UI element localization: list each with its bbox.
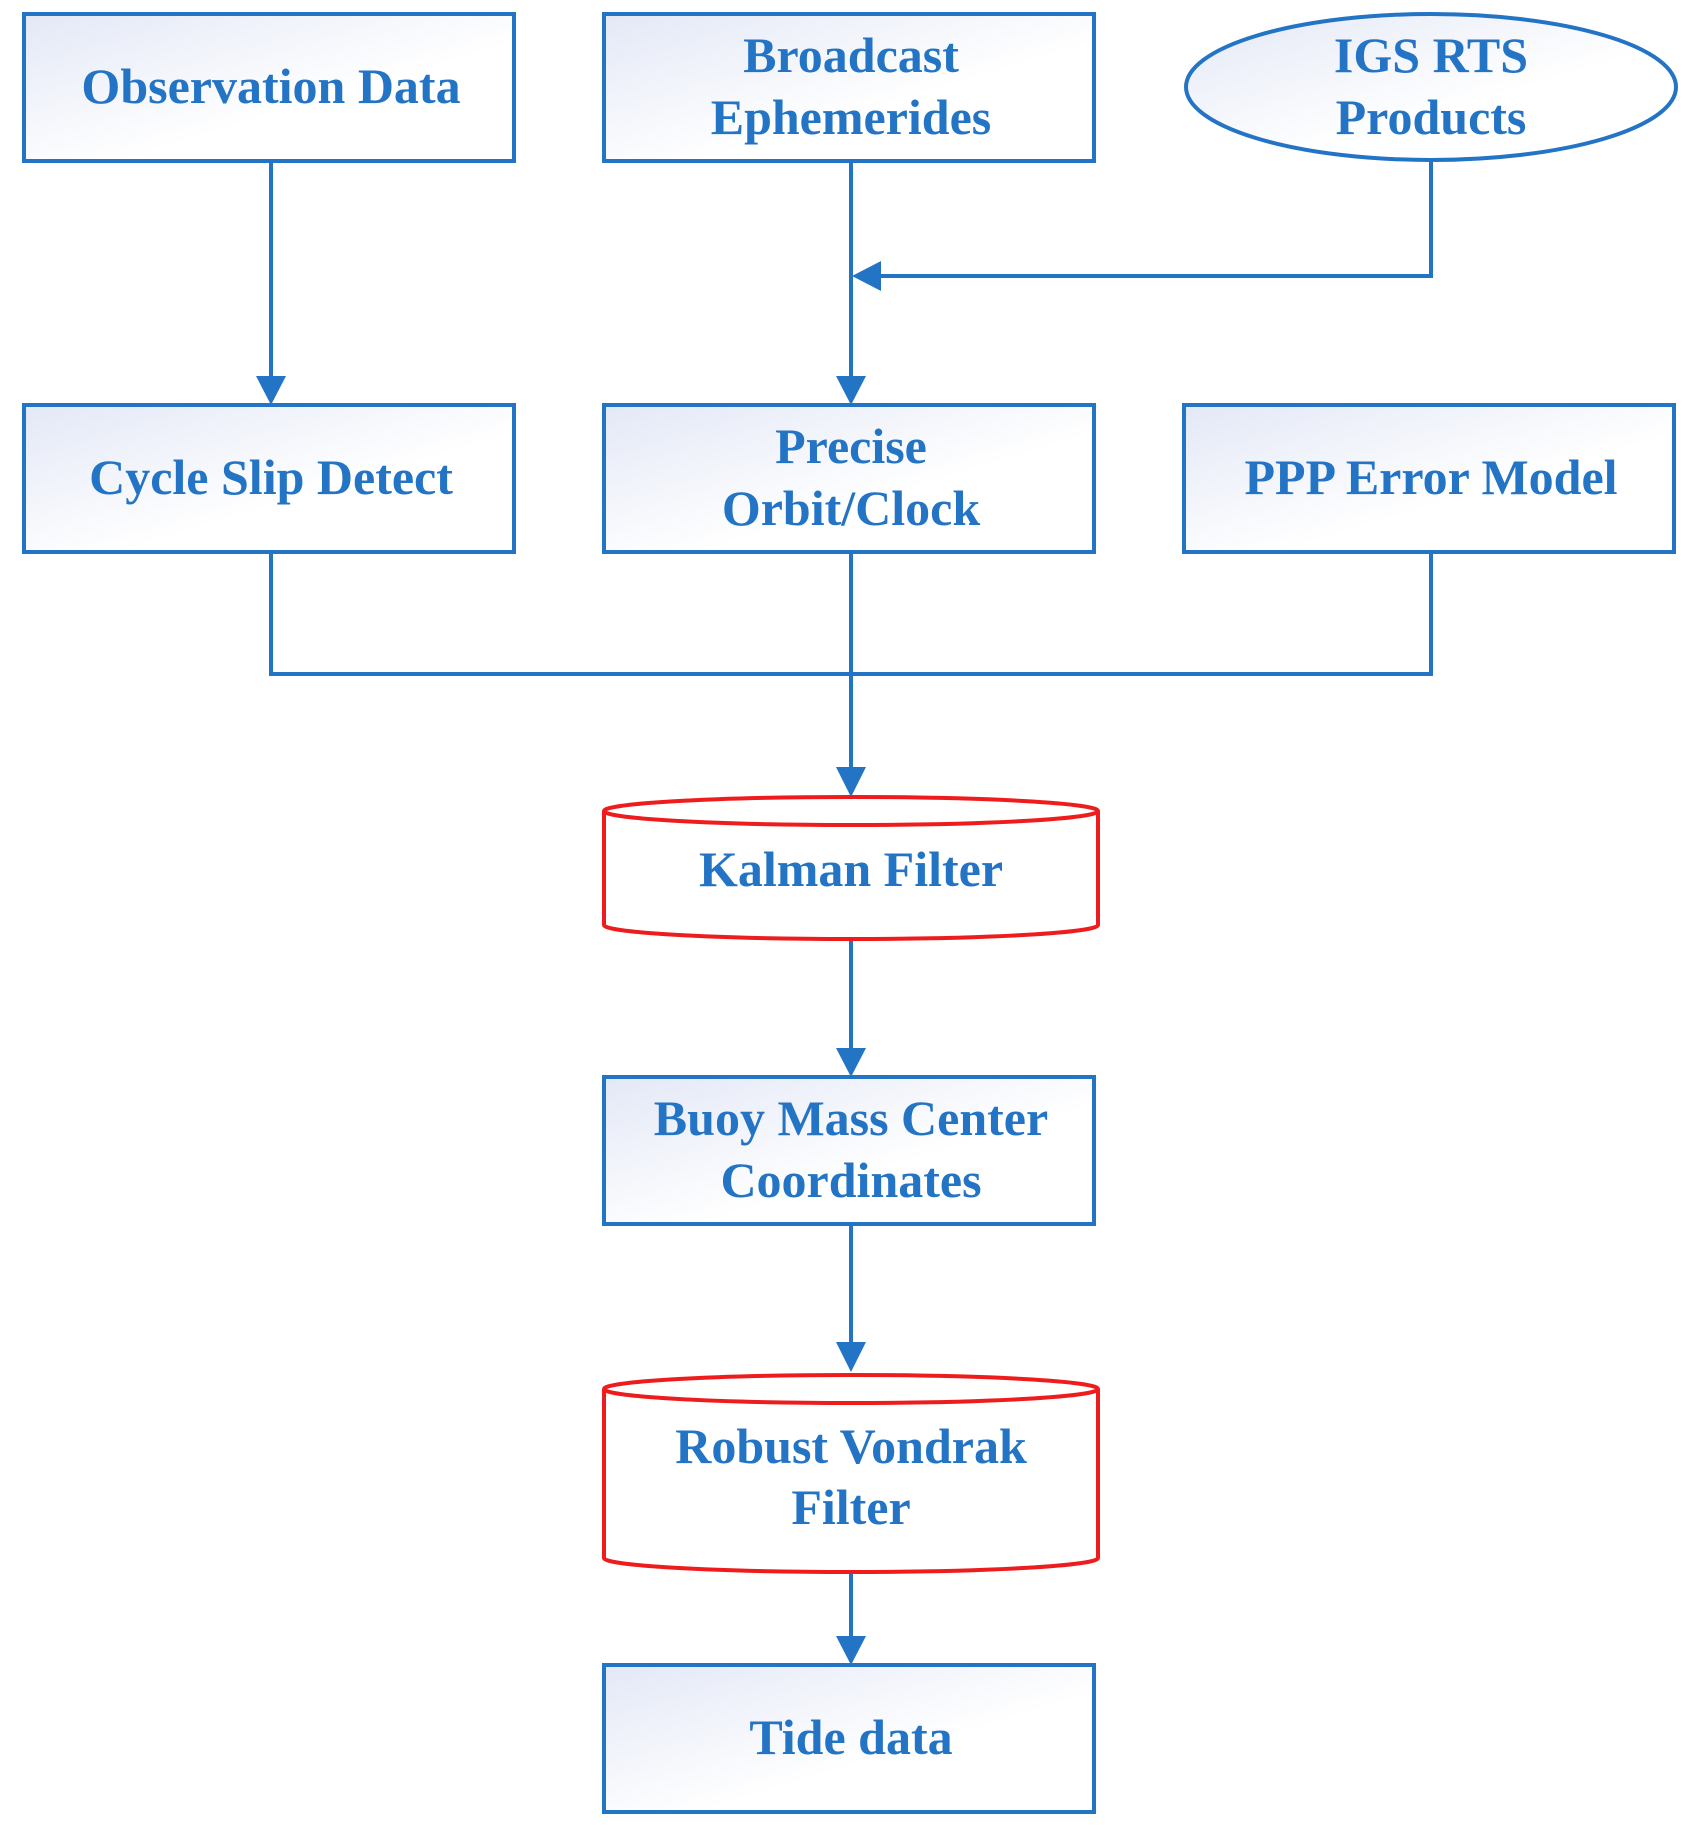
robust-vondrak-filter-line1: Robust Vondrak	[675, 1418, 1027, 1474]
node-kalman-filter: Kalman Filter	[602, 795, 1100, 941]
node-ppp-error-model: PPP Error Model	[1182, 403, 1676, 554]
igs-rts-products-line1: IGS RTS	[1334, 27, 1528, 83]
node-cycle-slip-detect: Cycle Slip Detect	[22, 403, 516, 554]
edge-igs-to-precise	[881, 160, 1433, 278]
arrowhead-buoy-to-vondrak	[836, 1342, 866, 1372]
buoy-mass-center-line1: Buoy Mass Center	[654, 1090, 1048, 1146]
buoy-mass-center-line2: Coordinates	[720, 1152, 981, 1208]
kalman-filter-cylinder-body	[602, 811, 1100, 941]
robust-vondrak-filter-cylinder-body	[602, 1389, 1100, 1574]
kalman-filter-label: Kalman Filter	[699, 841, 1003, 897]
arrowhead-igs-to-precise	[852, 261, 881, 291]
node-robust-vondrak-filter: Robust Vondrak Filter	[602, 1373, 1100, 1574]
broadcast-ephemerides-line1: Broadcast	[743, 27, 959, 83]
node-tide-data: Tide data	[602, 1663, 1096, 1814]
precise-orbit-clock-line2: Orbit/Clock	[722, 480, 981, 536]
buoy-mass-center-box	[602, 1075, 1096, 1226]
arrowhead-broadcast-to-precise	[836, 376, 866, 405]
tide-data-label: Tide data	[749, 1709, 952, 1765]
arrowhead-observation-to-cycleslip	[256, 376, 286, 405]
broadcast-ephemerides-box	[602, 12, 1096, 163]
node-igs-rts-products: IGS RTS Products	[1184, 12, 1678, 162]
cycle-slip-detect-label: Cycle Slip Detect	[89, 449, 453, 505]
precise-orbit-clock-box	[602, 403, 1096, 554]
ppp-error-model-box	[1182, 403, 1676, 554]
robust-vondrak-filter-cylinder-top	[602, 1373, 1100, 1405]
connectors	[256, 160, 1433, 1665]
kalman-filter-cylinder-top	[602, 795, 1100, 827]
tide-data-box	[602, 1663, 1096, 1814]
broadcast-ephemerides-line2: Ephemerides	[711, 89, 992, 145]
cycle-slip-detect-box	[22, 403, 516, 554]
node-precise-orbit-clock: Precise Orbit/Clock	[602, 403, 1096, 554]
arrowhead-vondrak-to-tide	[836, 1636, 866, 1665]
observation-data-box	[22, 12, 516, 163]
node-broadcast-ephemerides: Broadcast Ephemerides	[602, 12, 1096, 163]
node-observation-data: Observation Data	[22, 12, 516, 163]
observation-data-label: Observation Data	[81, 58, 460, 114]
edge-cycleslip-to-merge	[269, 552, 851, 676]
robust-vondrak-filter-line2: Filter	[791, 1479, 910, 1535]
edge-ppp-to-merge	[851, 552, 1433, 676]
arrowhead-kalman-to-buoy	[836, 1048, 866, 1077]
precise-orbit-clock-line1: Precise	[775, 418, 927, 474]
igs-rts-products-ellipse	[1184, 12, 1678, 162]
igs-rts-products-line2: Products	[1336, 89, 1527, 145]
arrowhead-merge-to-kalman	[836, 767, 866, 797]
ppp-error-model-label: PPP Error Model	[1244, 449, 1617, 505]
node-buoy-mass-center: Buoy Mass Center Coordinates	[602, 1075, 1096, 1226]
